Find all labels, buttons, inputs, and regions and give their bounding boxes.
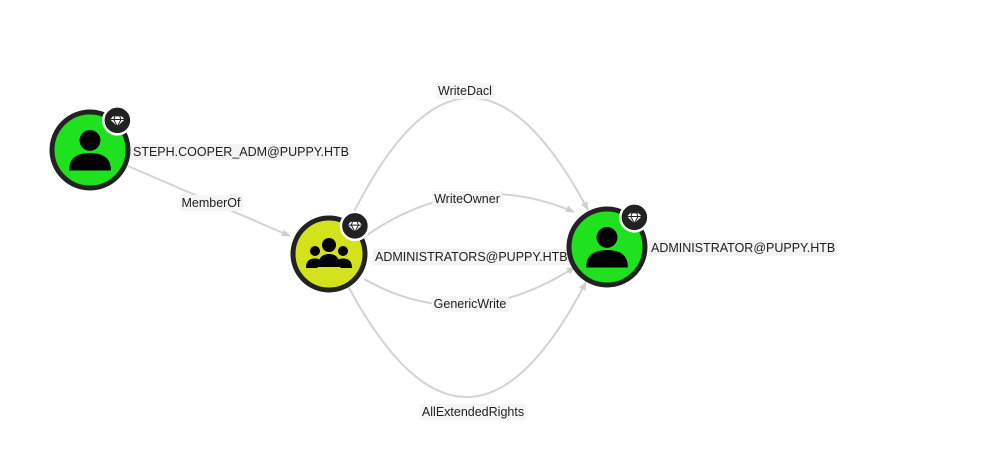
node-label: ADMINISTRATORS@PUPPY.HTB bbox=[373, 249, 570, 265]
edge-label-background bbox=[419, 404, 527, 420]
node-badge bbox=[102, 105, 133, 136]
edge-label-allextendedrights[interactable]: AllExtendedRights bbox=[419, 404, 527, 420]
node-label-background bbox=[649, 240, 838, 256]
node-label-text: ADMINISTRATORS@PUPPY.HTB bbox=[375, 250, 568, 264]
edge-label-background bbox=[431, 296, 509, 312]
node-admins[interactable]: ADMINISTRATORS@PUPPY.HTB bbox=[290, 210, 570, 293]
node-label-background bbox=[373, 249, 570, 265]
node-label-background bbox=[131, 144, 351, 160]
edge-label-background bbox=[436, 83, 494, 99]
edge-label-background bbox=[179, 195, 244, 211]
node-admin[interactable]: ADMINISTRATOR@PUPPY.HTB bbox=[566, 202, 838, 288]
edge-label-genericwrite[interactable]: GenericWrite bbox=[431, 296, 509, 312]
node-badge bbox=[619, 202, 650, 233]
node-label-text: STEPH.COOPER_ADM@PUPPY.HTB bbox=[133, 145, 349, 159]
edge-label-text: MemberOf bbox=[181, 196, 241, 210]
edge-label-writedacl[interactable]: WriteDacl bbox=[436, 83, 494, 99]
node-badge bbox=[339, 210, 371, 242]
edge-label-text: AllExtendedRights bbox=[422, 405, 524, 419]
node-label: STEPH.COOPER_ADM@PUPPY.HTB bbox=[131, 144, 351, 160]
edge-label-text: WriteOwner bbox=[434, 192, 500, 206]
edge-label-writeowner[interactable]: WriteOwner bbox=[432, 191, 502, 207]
edge-label-memberof[interactable]: MemberOf bbox=[179, 195, 244, 211]
edge-label-background bbox=[432, 191, 502, 207]
node-label-text: ADMINISTRATOR@PUPPY.HTB bbox=[651, 241, 835, 255]
edge-label-text: WriteDacl bbox=[438, 84, 492, 98]
node-steph[interactable]: STEPH.COOPER_ADM@PUPPY.HTB bbox=[49, 105, 351, 191]
node-label: ADMINISTRATOR@PUPPY.HTB bbox=[649, 240, 838, 256]
edge-label-text: GenericWrite bbox=[434, 297, 507, 311]
edge-allextendedrights[interactable] bbox=[347, 281, 587, 398]
